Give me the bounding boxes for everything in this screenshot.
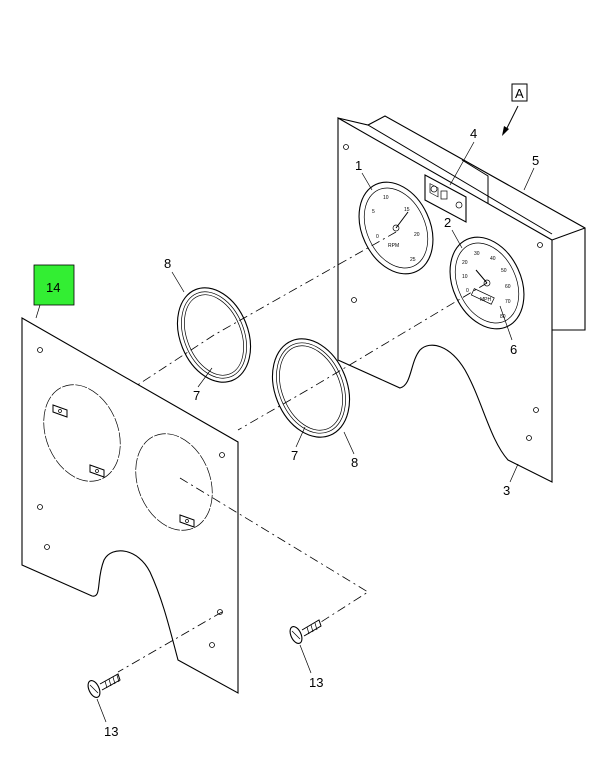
speedo-tick-30: 30 (474, 251, 480, 257)
callout-6: 6 (510, 342, 517, 357)
callout-7-upper: 7 (193, 388, 200, 403)
speedo-tick-50: 50 (501, 268, 507, 274)
callout-8-lower: 8 (351, 455, 358, 470)
callout-13-left: 13 (104, 724, 118, 739)
front-panel-lower-opening (135, 433, 213, 531)
speedo-tick-60: 60 (505, 284, 511, 290)
front-panel-upper-opening (43, 384, 121, 482)
instrument-cluster-housing (337, 115, 586, 331)
tach-tick-0: 0 (376, 234, 379, 240)
speedo-tick-20: 20 (462, 260, 468, 266)
view-label-box: A (502, 83, 528, 136)
speedometer-unit-label: MPH (480, 297, 492, 303)
callout-2: 2 (444, 215, 451, 230)
switch-module (424, 174, 467, 223)
callout-8-upper: 8 (164, 256, 171, 271)
speedo-tick-70: 70 (505, 299, 511, 305)
tach-tick-25: 25 (410, 257, 416, 263)
callout-13-right: 13 (309, 675, 323, 690)
screw-right (289, 619, 322, 644)
speedo-tick-80: 80 (500, 314, 506, 320)
callout-4: 4 (470, 126, 477, 141)
callout-5: 5 (532, 153, 539, 168)
speedo-tick-10: 10 (462, 274, 468, 280)
tach-tick-20: 20 (414, 232, 420, 238)
callout-1: 1 (355, 158, 362, 173)
view-label: A (515, 86, 524, 101)
tach-tick-10: 10 (383, 195, 389, 201)
speedo-tick-0: 0 (466, 288, 469, 294)
tachometer-unit-label: RPM (388, 243, 399, 249)
speedo-tick-40: 40 (490, 256, 496, 262)
callout-3: 3 (503, 483, 510, 498)
callout-14: 14 (46, 280, 60, 295)
alignment-lines (117, 231, 488, 673)
callout-7-lower: 7 (291, 448, 298, 463)
tachometer-gauge: RPM 0 5 10 15 20 25 (358, 181, 434, 275)
tach-tick-15: 15 (404, 207, 410, 213)
callout-14-highlight (33, 264, 75, 306)
front-panel (21, 317, 239, 694)
tach-tick-5: 5 (372, 209, 375, 215)
screw-left (87, 673, 121, 698)
